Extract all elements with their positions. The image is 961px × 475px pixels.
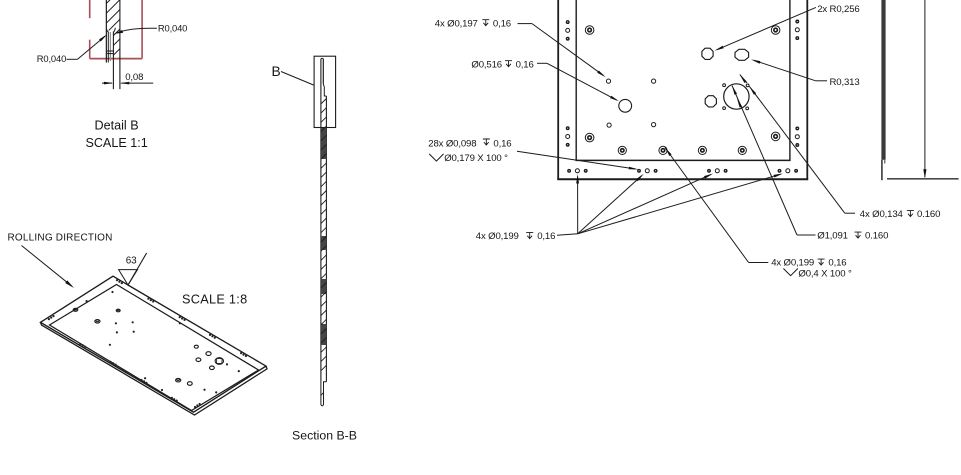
svg-text:4x Ø0,197: 4x Ø0,197 bbox=[435, 18, 478, 29]
svg-text:Section B-B: Section B-B bbox=[292, 428, 357, 442]
svg-text:SCALE 1:8: SCALE 1:8 bbox=[182, 292, 247, 306]
svg-text:63: 63 bbox=[126, 255, 137, 266]
svg-text:B: B bbox=[272, 64, 281, 79]
svg-text:4x Ø0,199: 4x Ø0,199 bbox=[771, 258, 814, 269]
svg-text:0,16: 0,16 bbox=[537, 231, 555, 242]
svg-text:R0,313: R0,313 bbox=[830, 77, 860, 88]
svg-text:Detail B: Detail B bbox=[95, 119, 139, 133]
svg-text:0,16: 0,16 bbox=[493, 138, 511, 149]
svg-text:2x R0,256: 2x R0,256 bbox=[817, 4, 859, 15]
svg-text:0.160: 0.160 bbox=[865, 231, 888, 242]
svg-text:0,16: 0,16 bbox=[828, 258, 846, 269]
svg-text:R0,040: R0,040 bbox=[37, 53, 66, 64]
svg-text:ROLLING DIRECTION: ROLLING DIRECTION bbox=[8, 232, 113, 243]
svg-text:28x Ø0,098: 28x Ø0,098 bbox=[428, 138, 476, 149]
svg-text:4x Ø0,199: 4x Ø0,199 bbox=[476, 231, 519, 242]
svg-text:Ø0,4 X 100 °: Ø0,4 X 100 ° bbox=[798, 268, 852, 279]
svg-text:0,16: 0,16 bbox=[493, 18, 511, 29]
svg-text:Ø0,179 X 100 °: Ø0,179 X 100 ° bbox=[444, 153, 508, 164]
svg-text:0.160: 0.160 bbox=[917, 209, 940, 220]
svg-text:Ø0,516: Ø0,516 bbox=[471, 59, 502, 70]
svg-text:4x Ø0,134: 4x Ø0,134 bbox=[860, 209, 904, 220]
svg-text:SCALE 1:1: SCALE 1:1 bbox=[85, 136, 147, 150]
svg-text:0,08: 0,08 bbox=[125, 72, 143, 83]
svg-text:0,16: 0,16 bbox=[516, 59, 534, 70]
svg-text:R0,040: R0,040 bbox=[158, 23, 187, 34]
svg-text:Ø1,091: Ø1,091 bbox=[817, 231, 848, 242]
